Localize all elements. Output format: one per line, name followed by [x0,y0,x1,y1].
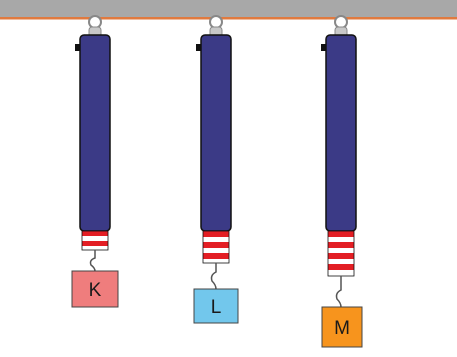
spring-scale-l: L [193,15,239,324]
stripe-white [328,270,354,276]
stripe-red [203,231,229,237]
weight-label-l: L [211,297,222,318]
stripe-red [328,242,354,248]
stripe-white [328,248,354,253]
extension-stripes [327,230,355,277]
stripe-red [328,264,354,270]
weight-k [71,270,119,308]
extension-stripes [81,230,109,251]
stripe-red [203,242,229,248]
scale-body [200,34,232,232]
weight-l [193,288,239,324]
stripe-red [328,231,354,237]
stripe-red [82,231,108,236]
stripe-white [328,237,354,242]
stripe-white [82,246,108,250]
hook [335,276,342,308]
hook [210,263,217,290]
side-knob [75,44,80,51]
weight-label-m: M [334,318,350,339]
scale-body [79,34,111,232]
stripe-red [82,241,108,246]
extension-stripes [202,230,230,264]
stripe-white [203,248,229,253]
stripe-white [203,259,229,263]
weight-m [321,306,363,348]
spring-scale-m: M [321,15,363,348]
scale-body [325,34,357,232]
ceiling-edge [0,17,457,20]
stripe-red [203,253,229,259]
ceiling-bar [0,0,457,18]
stripe-white [328,259,354,264]
side-knob [321,44,326,51]
hook [89,250,96,272]
hanging-ring [334,15,348,29]
side-knob [196,44,201,51]
hanging-ring [209,15,223,29]
weight-label-k: K [89,280,102,301]
stripe-white [203,237,229,242]
spring-scale-k: K [71,15,119,308]
hanging-ring [88,15,102,29]
stripe-red [328,253,354,259]
stripe-white [82,236,108,241]
